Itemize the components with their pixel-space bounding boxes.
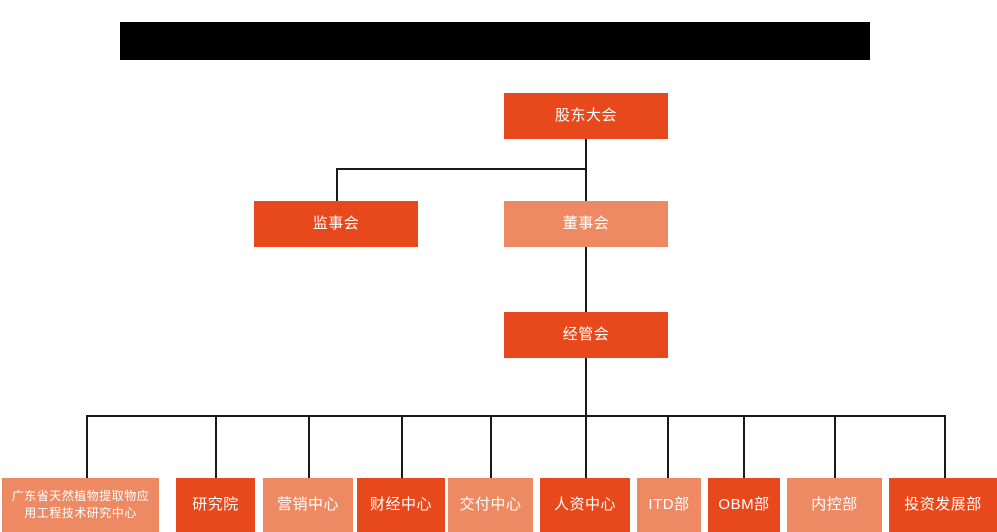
- node-research-center-guangdong-line2: 用工程技术研究中心: [24, 506, 137, 520]
- connector-drop-itd-department: [667, 415, 669, 478]
- node-investment-development-department-label: 投资发展部: [904, 495, 982, 513]
- node-board-of-directors[interactable]: 董事会: [504, 201, 668, 247]
- node-itd-department[interactable]: ITD部: [637, 478, 701, 532]
- connector-drop-marketing-center: [308, 415, 310, 478]
- node-delivery-center-label: 交付中心: [459, 495, 522, 513]
- node-management-committee-label: 经管会: [562, 325, 610, 343]
- node-internal-control-department[interactable]: 内控部: [787, 478, 882, 532]
- redacted-title-bar: [120, 22, 870, 60]
- connector-to-directors: [585, 168, 587, 201]
- connector-to-supervisors: [336, 168, 338, 201]
- node-research-center-guangdong[interactable]: 广东省天然植物提取物应 用工程技术研究中心: [2, 478, 159, 532]
- connector-shareholders-down: [585, 139, 587, 169]
- node-board-of-directors-label: 董事会: [562, 214, 610, 232]
- connector-drop-finance-center: [401, 415, 403, 478]
- node-marketing-center[interactable]: 营销中心: [263, 478, 353, 532]
- node-delivery-center[interactable]: 交付中心: [448, 478, 533, 532]
- node-hr-center[interactable]: 人资中心: [540, 478, 630, 532]
- node-board-of-supervisors-label: 监事会: [312, 214, 360, 232]
- node-hr-center-label: 人资中心: [553, 495, 616, 513]
- node-internal-control-department-label: 内控部: [811, 495, 858, 513]
- connector-drop-hr-center: [585, 415, 587, 478]
- node-investment-development-department[interactable]: 投资发展部: [889, 478, 997, 532]
- node-finance-center-label: 财经中心: [369, 495, 432, 513]
- node-board-of-supervisors[interactable]: 监事会: [254, 201, 418, 247]
- node-obm-department-label: OBM部: [718, 495, 770, 513]
- node-research-center-guangdong-label: 广东省天然植物提取物应 用工程技术研究中心: [2, 488, 159, 523]
- node-shareholders-meeting[interactable]: 股东大会: [504, 93, 668, 139]
- connector-drop-research-institute: [215, 415, 217, 478]
- connector-drop-investment-development-department: [944, 415, 946, 478]
- node-management-committee[interactable]: 经管会: [504, 312, 668, 358]
- node-research-institute-label: 研究院: [192, 495, 239, 513]
- connector-department-bus: [86, 415, 944, 417]
- connector-drop-internal-control-department: [834, 415, 836, 478]
- node-shareholders-meeting-label: 股东大会: [554, 106, 617, 124]
- connector-level2-bus: [336, 168, 587, 170]
- node-marketing-center-label: 营销中心: [276, 495, 339, 513]
- node-research-institute[interactable]: 研究院: [176, 478, 255, 532]
- connector-drop-obm-department: [743, 415, 745, 478]
- node-research-center-guangdong-line1: 广东省天然植物提取物应: [11, 488, 150, 503]
- node-finance-center[interactable]: 财经中心: [357, 478, 445, 532]
- connector-directors-to-management: [585, 242, 587, 320]
- connector-drop-research-center-guangdong: [86, 415, 88, 478]
- node-obm-department[interactable]: OBM部: [708, 478, 780, 532]
- connector-management-down: [585, 358, 587, 416]
- connector-drop-delivery-center: [490, 415, 492, 478]
- node-itd-department-label: ITD部: [648, 495, 690, 513]
